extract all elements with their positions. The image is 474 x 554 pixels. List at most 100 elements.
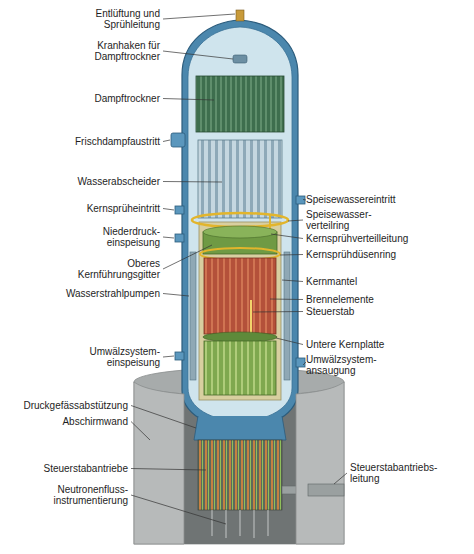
- part-label-box: Neutronenfluss- instrumentierung: [28, 484, 128, 506]
- core-shroud: [199, 222, 281, 400]
- instrument-line: [254, 510, 255, 538]
- part-label-box: Steuerstab: [306, 306, 456, 317]
- spray-nozzle: [175, 206, 184, 214]
- part-label: Umwälzsystem- ansaugung: [306, 354, 377, 376]
- leader-line: [163, 51, 233, 59]
- feedwater-ring: [192, 213, 288, 227]
- leader-line: [163, 245, 212, 269]
- water-separator: [198, 140, 282, 218]
- part-label: Dampftrockner: [94, 93, 160, 104]
- control-rod-drives: [198, 440, 282, 510]
- leader-line: [288, 220, 303, 221]
- part-label-box: Speisewasser- verteilring: [306, 209, 391, 231]
- part-label-box: Kernmantel: [306, 276, 456, 287]
- part-label: Kranhaken für Dampftrockner: [94, 40, 160, 62]
- leader-line: [163, 209, 174, 211]
- part-label-box: Brennelemente: [306, 294, 456, 305]
- leader-line: [303, 199, 306, 201]
- crane-hook: [233, 55, 247, 63]
- leader-line: [131, 469, 206, 471]
- upper-grid-top: [203, 226, 277, 238]
- vessel-support: [194, 416, 286, 440]
- part-label-box: Speisewassereintritt: [306, 194, 456, 205]
- leader-line: [271, 234, 303, 239]
- fuel-elements: [204, 258, 276, 334]
- leader-line: [131, 422, 150, 441]
- part-label: Steuerstab: [306, 306, 354, 317]
- part-label-box: Abschirmwand: [8, 416, 128, 427]
- part-label: Kernsprühverteilleitung: [306, 233, 408, 244]
- part-label: Steuerstabantriebe: [43, 463, 128, 474]
- part-label: Speisewasser- verteilring: [306, 209, 372, 231]
- part-label-box: Steuerstabantriebs- leitung: [350, 462, 450, 484]
- jet-pump: [284, 252, 290, 380]
- part-label-box: Untere Kernplatte: [306, 339, 456, 350]
- vent-nozzle: [236, 10, 244, 21]
- leader-line: [163, 294, 189, 297]
- leader-line: [131, 406, 196, 429]
- lower-core-plate: [203, 332, 277, 342]
- part-label-box: Kernsprüheintritt: [10, 203, 160, 214]
- part-label: Brennelemente: [306, 294, 374, 305]
- part-label: Druckgefässabstützung: [23, 400, 128, 411]
- part-label: Kernsprühdüsenring: [306, 249, 396, 260]
- leader-line: [280, 254, 303, 256]
- drive-line: [308, 484, 344, 496]
- steam-dryer: [196, 76, 284, 132]
- guide-tubes: [204, 341, 276, 395]
- pressure-vessel: [182, 20, 298, 428]
- leader-line: [303, 362, 306, 365]
- part-label: Kernsprüheintritt: [87, 203, 160, 214]
- leader-line: [282, 280, 303, 282]
- leader-line: [334, 473, 347, 484]
- part-label-box: Entlüftung und Sprühleitung: [65, 8, 160, 30]
- jet-pump: [190, 252, 196, 380]
- leader-line: [163, 14, 235, 19]
- part-label-box: Druckgefässabstützung: [8, 400, 128, 411]
- part-label-box: Wasserabscheider: [10, 176, 160, 187]
- part-label: Umwälzsystem- einspeisung: [89, 346, 160, 368]
- leader-line: [163, 140, 170, 142]
- part-label: Wasserstrahlpumpen: [66, 288, 160, 299]
- leader-line: [163, 237, 174, 238]
- part-label-box: Kranhaken für Dampftrockner: [65, 40, 160, 62]
- part-label-box: Frischdampfaustritt: [10, 136, 160, 147]
- control-rod: [250, 300, 252, 334]
- part-label-box: Kernsprühverteilleitung: [306, 233, 456, 244]
- vessel-interior: [188, 27, 292, 421]
- part-label-box: Umwälzsystem- einspeisung: [70, 346, 160, 368]
- steam-nozzle: [171, 133, 185, 147]
- part-label-box: Dampftrockner: [10, 93, 160, 104]
- part-label-box: Niederdruck- einspeisung: [80, 226, 160, 248]
- part-label-box: Kernsprühdüsenring: [306, 249, 456, 260]
- part-label-box: Steuerstabantriebe: [8, 463, 128, 474]
- part-label: Wasserabscheider: [78, 176, 160, 187]
- part-label-box: Oberes Kernführungsgitter: [65, 258, 160, 280]
- part-label-box: Wasserstrahlpumpen: [10, 288, 160, 299]
- recirc-outlet-nozzle: [296, 358, 305, 367]
- instrument-line: [240, 510, 241, 536]
- part-label: Oberes Kernführungsgitter: [78, 258, 160, 280]
- leader-line: [163, 99, 214, 101]
- part-label: Neutronenfluss- instrumentierung: [54, 484, 128, 506]
- leader-lines: [131, 14, 347, 524]
- part-label: Entlüftung und Sprühleitung: [96, 8, 161, 30]
- part-label-box: Umwälzsystem- ansaugung: [306, 354, 391, 376]
- instrument-line: [268, 510, 269, 536]
- part-label: Abschirmwand: [62, 416, 128, 427]
- leader-line: [270, 299, 303, 301]
- lp-nozzle: [175, 234, 184, 242]
- part-label: Frischdampfaustritt: [75, 136, 160, 147]
- leader-line: [276, 338, 303, 345]
- part-label: Untere Kernplatte: [306, 339, 384, 350]
- leader-line: [163, 181, 222, 183]
- feedwater-nozzle: [296, 196, 305, 204]
- recirc-inlet-nozzle: [175, 352, 184, 360]
- flux-instrumentation: [212, 510, 268, 538]
- part-label: Kernmantel: [306, 276, 357, 287]
- leader-line: [131, 495, 226, 524]
- leader-line: [163, 356, 174, 357]
- shield-wall-front: [296, 382, 344, 544]
- part-label: Steuerstabantriebs- leitung: [350, 462, 437, 484]
